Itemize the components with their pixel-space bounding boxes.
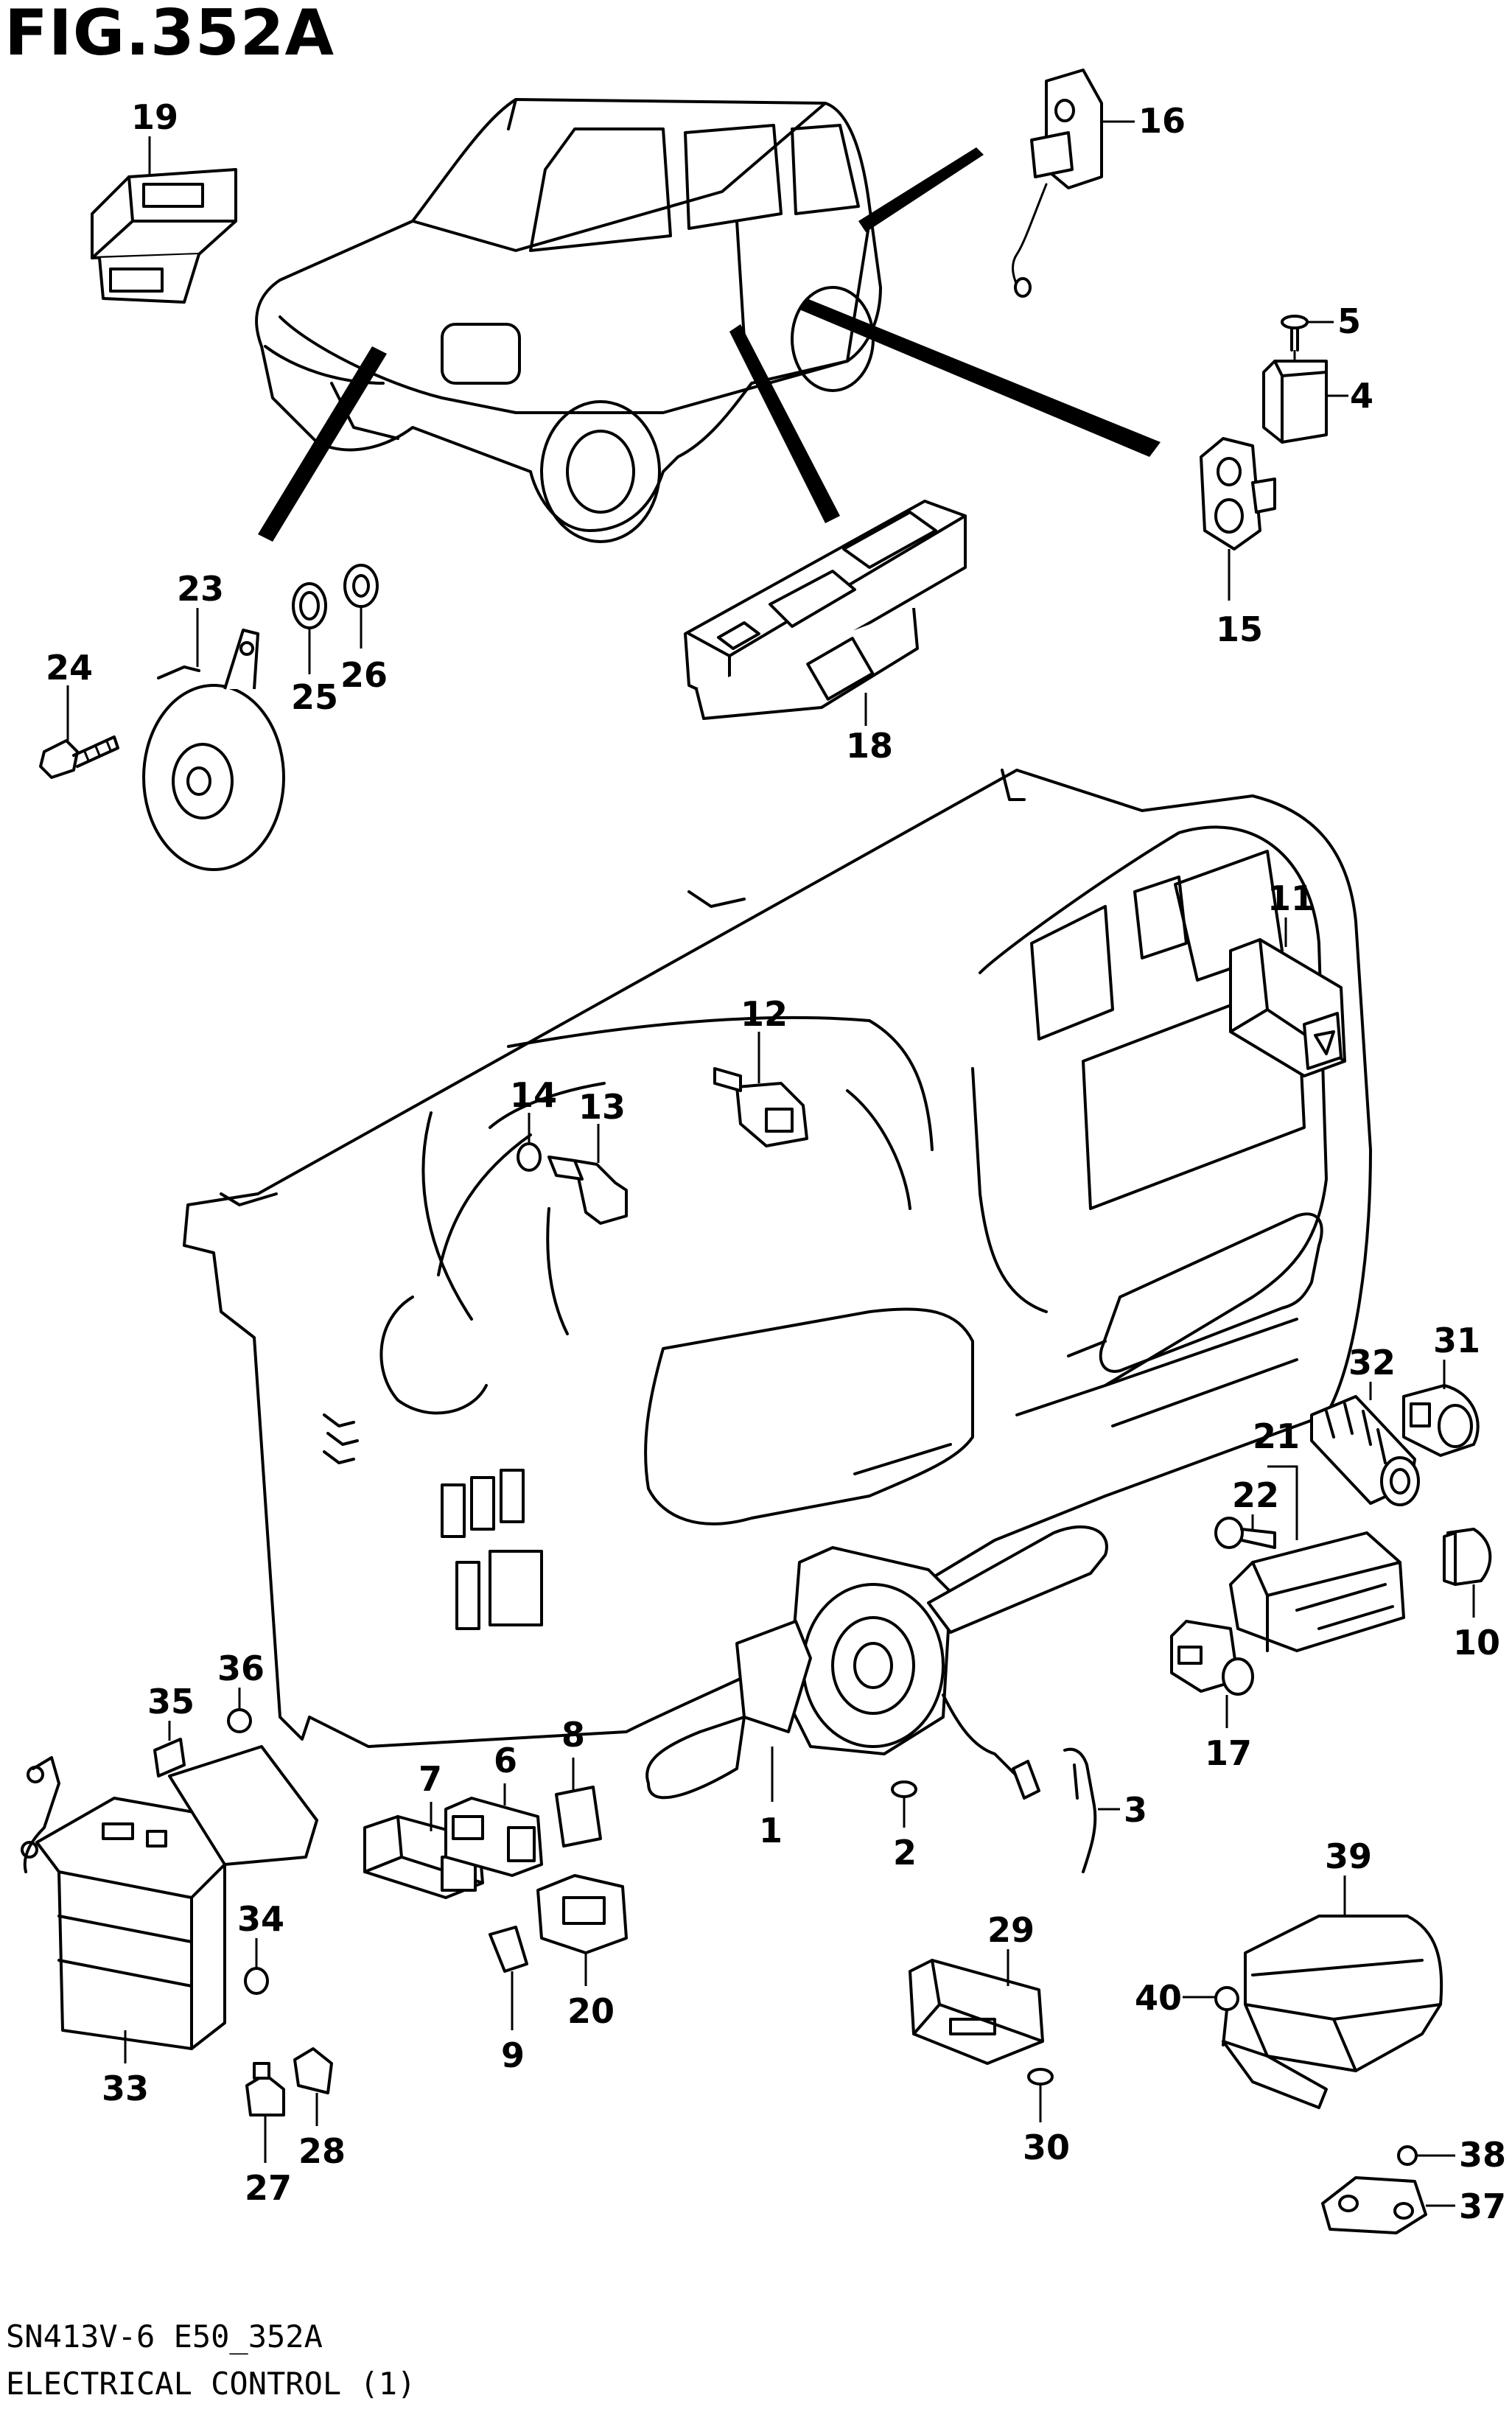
callout-19: 19 xyxy=(131,97,178,137)
callout-34: 34 xyxy=(237,1899,284,1939)
part-24-bolt xyxy=(39,685,119,779)
part-4-relay xyxy=(1262,350,1348,444)
callout-38: 38 xyxy=(1459,2135,1506,2175)
part-6-switch xyxy=(444,1783,543,1877)
pointer-wedge-16 xyxy=(858,147,984,232)
part-2-screw xyxy=(891,1780,917,1828)
part-40-bolt xyxy=(1183,1986,1239,2046)
part-1-combination-switch xyxy=(645,1525,1108,1802)
part-13-switch xyxy=(547,1124,628,1225)
part-21-bracket-group xyxy=(1229,1465,1405,1652)
part-12-stop-lamp-switch xyxy=(713,1032,808,1147)
part-5-screw xyxy=(1281,315,1334,352)
figure-caption: ELECTRICAL CONTROL (1) xyxy=(6,2366,416,2402)
callout-36: 36 xyxy=(217,1649,265,1688)
part-15-door-switch xyxy=(1200,437,1276,601)
part-38-screw xyxy=(1397,2145,1455,2166)
callout-33: 33 xyxy=(102,2069,149,2108)
callout-22: 22 xyxy=(1232,1475,1279,1515)
callout-10: 10 xyxy=(1453,1623,1500,1663)
part-18-power-window-master xyxy=(684,500,967,726)
part-37-bracket xyxy=(1321,2176,1455,2234)
callout-24: 24 xyxy=(46,648,93,688)
callout-8: 8 xyxy=(561,1715,585,1755)
callout-21: 21 xyxy=(1253,1416,1300,1456)
callout-13: 13 xyxy=(578,1087,626,1127)
part-30-screw xyxy=(1027,2068,1054,2122)
callout-18: 18 xyxy=(846,726,893,766)
callout-20: 20 xyxy=(567,1991,615,2031)
callout-39: 39 xyxy=(1325,1836,1372,1876)
callout-35: 35 xyxy=(147,1682,195,1721)
part-29-module xyxy=(909,1949,1044,2065)
part-22-screw xyxy=(1214,1514,1276,1549)
pointer-wedge-switch18 xyxy=(729,324,840,523)
callout-28: 28 xyxy=(298,2131,346,2171)
callout-11: 11 xyxy=(1267,878,1315,918)
figure-title: FIG.352A xyxy=(4,0,335,70)
part-23-horn xyxy=(142,608,285,871)
callout-23: 23 xyxy=(177,569,224,609)
callout-2: 2 xyxy=(893,1833,917,1873)
callout-6: 6 xyxy=(494,1741,517,1780)
part-32-lighter xyxy=(1310,1382,1420,1506)
callout-26: 26 xyxy=(340,655,388,695)
model-code: SN413V-6 E50_352A xyxy=(6,2318,323,2355)
part-39-airbag-module xyxy=(1222,1876,1443,2109)
instrument-panel xyxy=(183,769,1372,1748)
part-3-clip xyxy=(1063,1747,1120,1873)
part-11-hazard-switch xyxy=(1229,917,1346,1077)
callout-25: 25 xyxy=(291,677,338,717)
callout-29: 29 xyxy=(987,1910,1035,1950)
part-7-switch xyxy=(363,1802,484,1899)
callout-32: 32 xyxy=(1348,1343,1396,1382)
vehicle-illustration xyxy=(255,98,882,543)
part-16-door-switch xyxy=(1012,69,1135,298)
part-31-switch xyxy=(1402,1360,1480,1457)
part-25-washer xyxy=(292,582,327,674)
part-28-bracket xyxy=(293,2047,333,2126)
part-17-switch xyxy=(1170,1620,1254,1728)
callout-17: 17 xyxy=(1205,1733,1252,1773)
callout-1: 1 xyxy=(759,1811,783,1850)
callout-37: 37 xyxy=(1459,2186,1506,2226)
part-8-relay xyxy=(555,1758,602,1848)
callout-labels: 1 2 3 4 5 6 7 8 9 10 11 12 13 14 15 16 1… xyxy=(46,97,1506,2226)
part-20-switch xyxy=(536,1874,628,1986)
part-33-control-unit xyxy=(21,1745,318,2063)
callout-14: 14 xyxy=(510,1075,557,1115)
callout-30: 30 xyxy=(1023,2128,1070,2167)
part-14-nut xyxy=(517,1113,542,1172)
callout-27: 27 xyxy=(245,2168,292,2208)
part-9-cover xyxy=(489,1926,528,2030)
part-34-nut xyxy=(244,1938,269,1995)
part-36-bolt xyxy=(227,1688,252,1733)
part-35-bracket xyxy=(153,1721,186,1777)
callout-9: 9 xyxy=(501,2035,525,2075)
part-26-nut xyxy=(343,564,379,649)
callout-5: 5 xyxy=(1337,301,1361,341)
pointer-wedge-horn xyxy=(258,346,387,542)
callout-31: 31 xyxy=(1433,1321,1480,1360)
part-10-switch xyxy=(1443,1528,1492,1618)
callout-12: 12 xyxy=(741,994,788,1034)
pointer-wedge-door xyxy=(799,298,1161,457)
callout-40: 40 xyxy=(1135,1978,1182,2018)
part-27-connector xyxy=(245,2062,285,2163)
part-19-window-switch xyxy=(91,136,237,304)
callout-3: 3 xyxy=(1124,1790,1147,1830)
callout-15: 15 xyxy=(1216,609,1263,649)
callout-7: 7 xyxy=(419,1759,442,1799)
callout-16: 16 xyxy=(1138,101,1186,141)
callout-4: 4 xyxy=(1350,376,1373,416)
